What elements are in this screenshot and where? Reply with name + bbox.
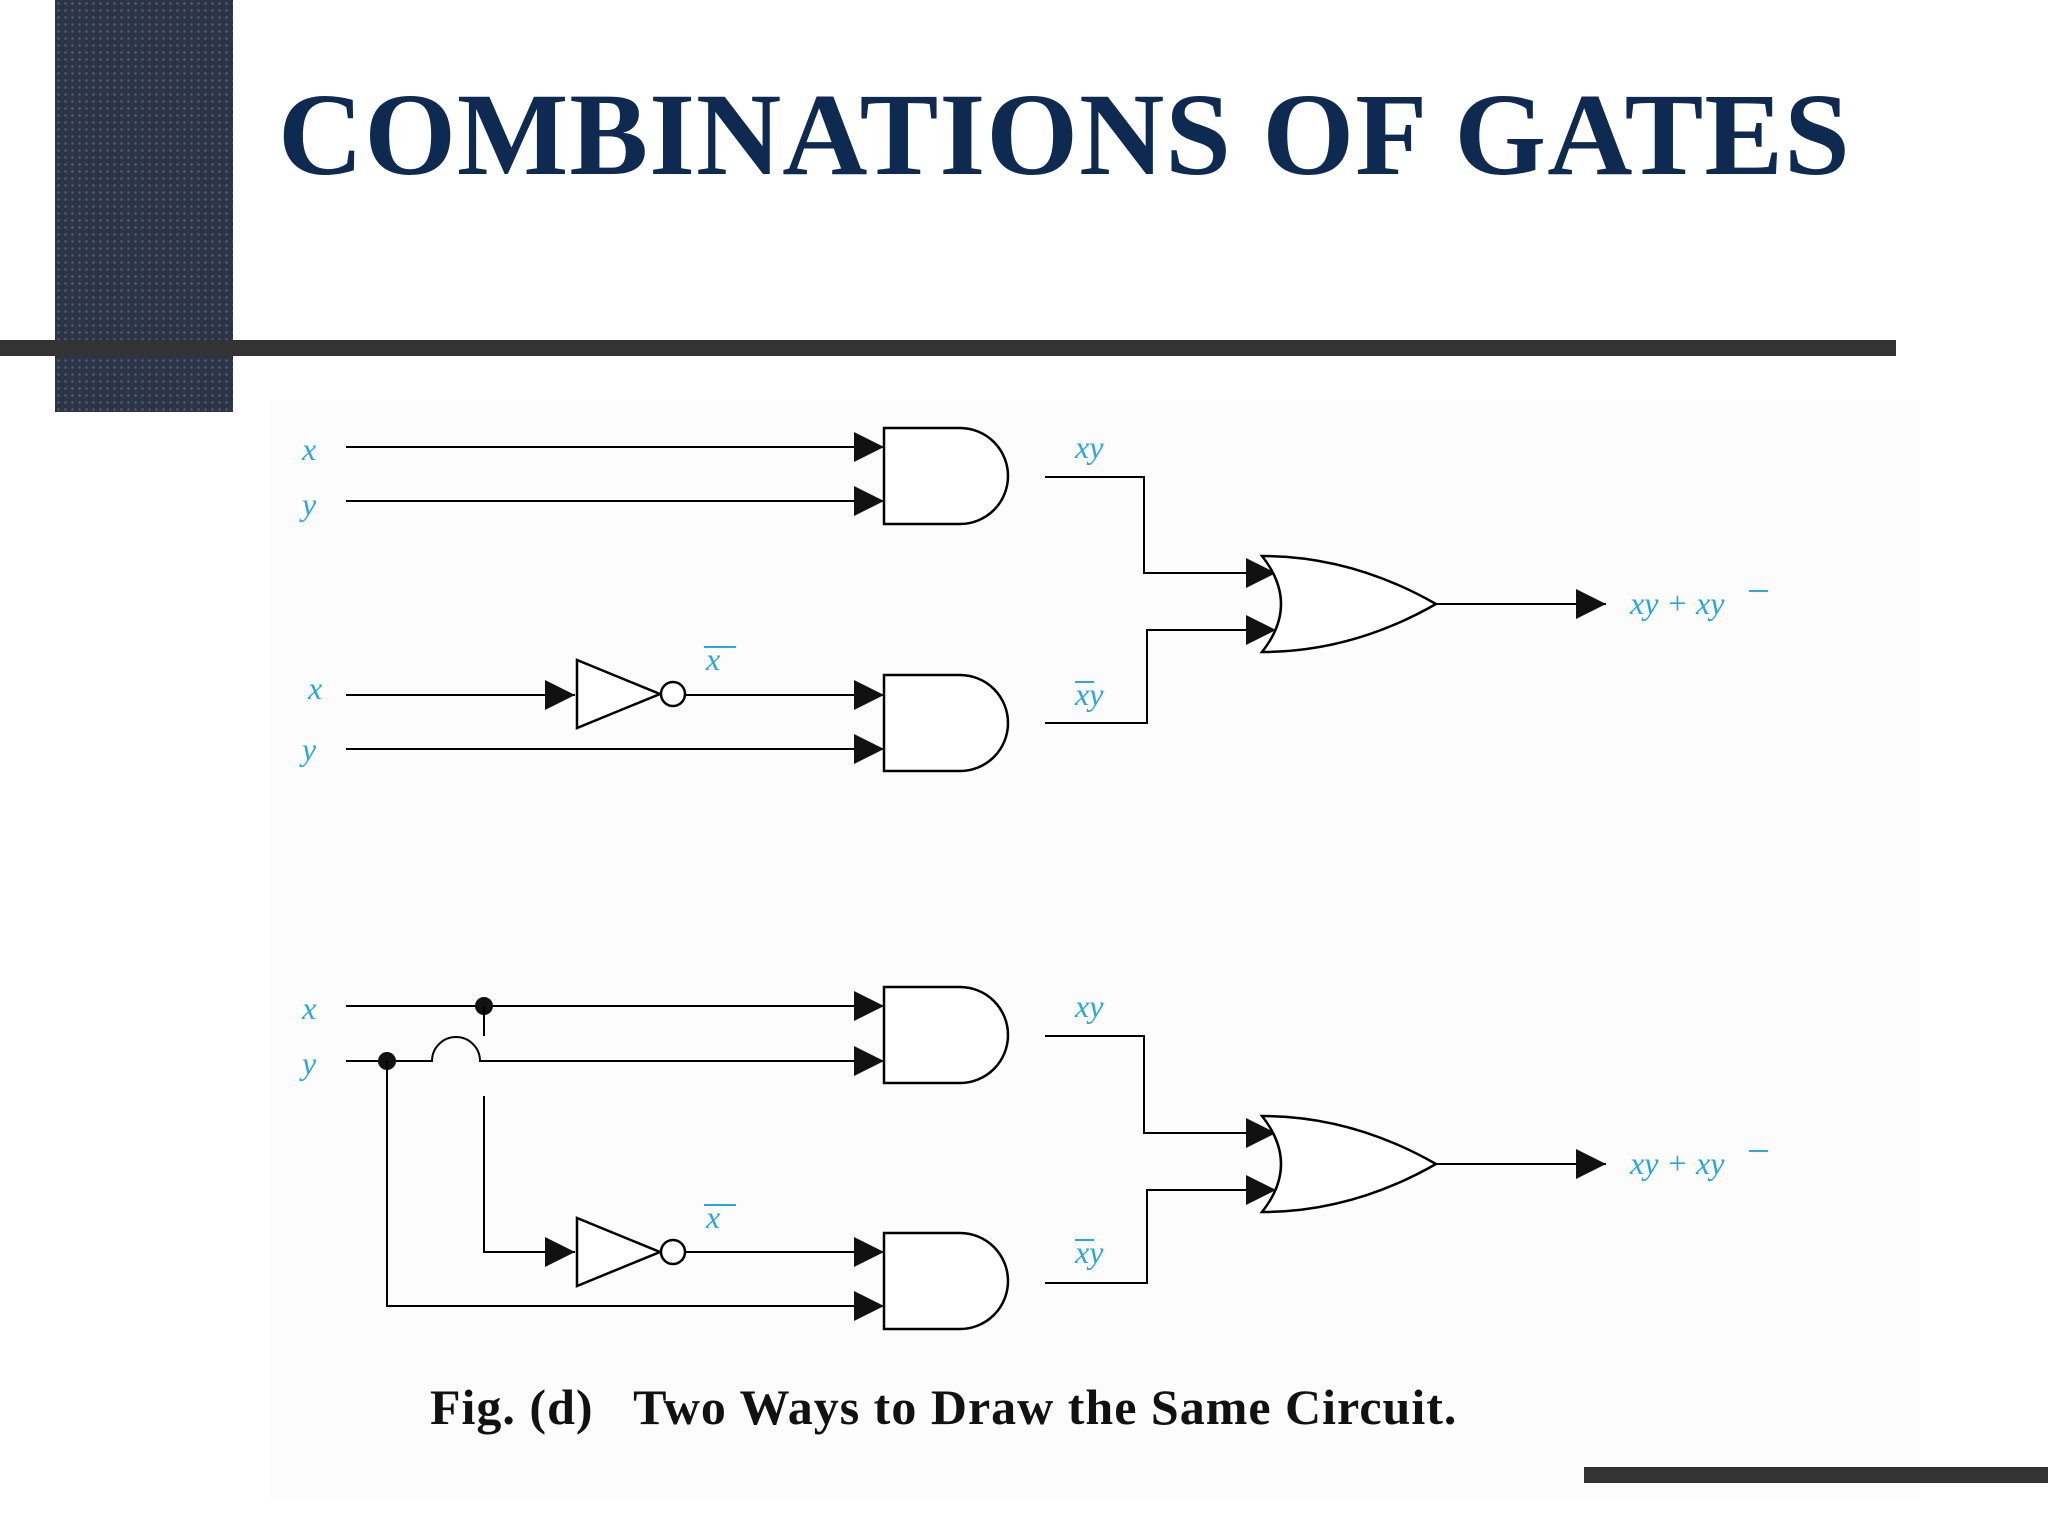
slide-title: COMBINATIONS OF GATES [278, 69, 1851, 200]
not-gate [575, 658, 664, 730]
wire [386, 1061, 884, 1321]
input-label-y: y [299, 1045, 317, 1081]
circuit-top: x y x y x xy xy xy + xy [299, 426, 1768, 773]
and-gate [882, 1231, 1010, 1331]
figure-caption: Fig. (d) Two Ways to Draw the Same Circu… [430, 1379, 1458, 1435]
not-output-label: x [705, 1199, 720, 1235]
not-gate [575, 1216, 664, 1288]
and-output-label: xy [1074, 429, 1104, 465]
and-output-label: xy [1074, 988, 1104, 1024]
or-output-label: xy + xy [1629, 585, 1725, 621]
input-label-x: x [307, 670, 322, 706]
not-bubble [659, 1238, 687, 1266]
wire [1045, 1035, 1276, 1148]
and-gate [882, 426, 1010, 526]
or-output-label: xy + xy [1629, 1145, 1725, 1181]
or-gate [1259, 554, 1439, 654]
wire [1045, 1175, 1276, 1284]
input-label-x: x [301, 990, 316, 1026]
and-gate [882, 673, 1010, 773]
circuit-bottom: x y x xy xy xy + xy [299, 985, 1768, 1331]
figure-area [270, 400, 1920, 1500]
wire [483, 1096, 575, 1267]
or-gate [1259, 1114, 1439, 1214]
and-gate [882, 985, 1010, 1085]
title-rule [0, 340, 1896, 356]
not-output-label: x [705, 641, 720, 677]
input-label-y: y [299, 486, 317, 522]
bottom-rule [1584, 1467, 2048, 1483]
wire [346, 1036, 884, 1062]
input-label-x: x [301, 431, 316, 467]
input-label-y: y [299, 731, 317, 767]
wire [1045, 476, 1276, 588]
not-bubble [659, 680, 687, 708]
wire [1045, 615, 1276, 724]
